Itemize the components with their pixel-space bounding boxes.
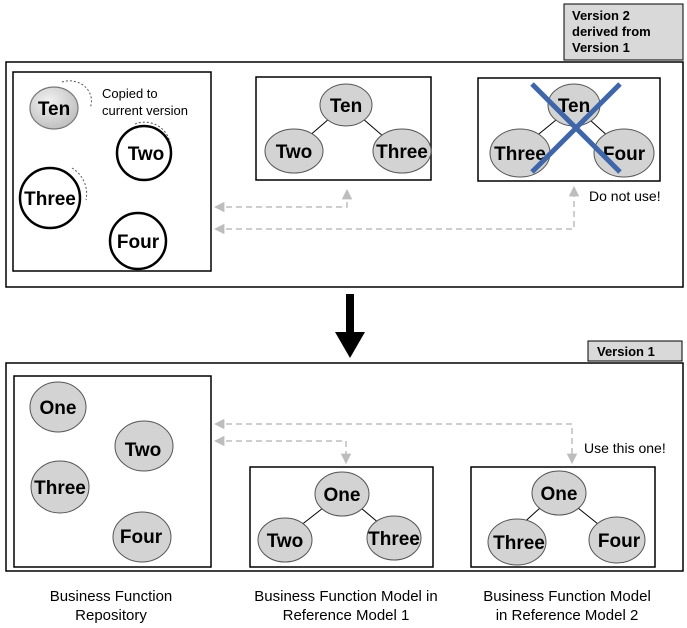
top-model1-node-three: Three — [372, 128, 432, 174]
caption-model2: Business Function Model in Reference Mod… — [483, 588, 651, 624]
bottom-repo-node-two: Two — [114, 420, 174, 472]
top-model1-node-two-label: Two — [276, 142, 313, 163]
top-model2-node-four-label: Four — [603, 144, 646, 165]
bottom-repo-node-three-label: Three — [34, 478, 86, 499]
top-repo-node-two-label: Two — [128, 144, 165, 165]
bottom-model2-node-three-label: Three — [493, 533, 545, 554]
bottom-repo-node-two-label: Two — [125, 440, 162, 461]
cross-out-mark — [530, 82, 622, 174]
top-repo-node-two: Two — [115, 121, 173, 182]
bottom-model1-node-one-label: One — [324, 485, 361, 506]
caption-model2-line-1: Business Function Model — [483, 588, 651, 605]
top-model1-node-two: Two — [264, 128, 324, 174]
top-repo-node-three: Three — [18, 166, 88, 230]
top-model2-node-three: Three — [489, 128, 551, 178]
top-model2-node-four: Four — [593, 128, 655, 178]
top-repo-node-ten-label: Ten — [38, 99, 70, 120]
caption-repository-line-1: Business Function — [50, 588, 173, 605]
copied-note-line-1: Copied to — [102, 86, 158, 101]
version-1-tag-label: Version 1 — [597, 344, 655, 359]
version-2-tag-line-1: Version 2 — [572, 8, 630, 23]
top-model2-node-ten-label: Ten — [558, 96, 590, 117]
bottom-repo-node-four-label: Four — [120, 527, 163, 548]
version-2-tag: Version 2 derived from Version 1 — [563, 3, 684, 61]
bottom-model2-node-one: One — [531, 470, 587, 516]
bottom-model1-node-three: Three — [366, 515, 422, 561]
top-repo-node-four-label: Four — [117, 232, 160, 253]
caption-model2-line-2: in Reference Model 2 — [496, 607, 639, 624]
caption-model1-line-2: Reference Model 1 — [283, 607, 410, 624]
version-2-tag-line-2: derived from — [572, 24, 651, 39]
copied-note-line-2: current version — [102, 103, 188, 118]
do-not-use-note: Do not use! — [589, 188, 661, 204]
bottom-repo-node-three: Three — [30, 460, 90, 514]
bottom-repo-node-one: One — [29, 381, 87, 433]
bottom-repo-node-four: Four — [112, 511, 172, 563]
top-repo-node-four: Four — [108, 211, 168, 271]
bottom-model1-node-two: Two — [257, 517, 313, 563]
bottom-model1-node-two-label: Two — [267, 531, 304, 552]
bottom-dashed-arrows — [213, 418, 578, 465]
bottom-model2-node-four-label: Four — [598, 531, 641, 552]
top-model1-node-three-label: Three — [376, 142, 428, 163]
top-repo-node-ten: Ten — [29, 80, 92, 130]
bottom-model2-node-three: Three — [487, 518, 547, 566]
caption-repository-line-2: Repository — [75, 607, 147, 624]
top-repo-node-three-label: Three — [24, 189, 76, 210]
version-2-tag-line-3: Version 1 — [572, 40, 630, 55]
bottom-model2-node-four: Four — [588, 516, 646, 564]
top-dashed-arrows — [213, 185, 580, 235]
bottom-repo-node-one-label: One — [40, 398, 77, 419]
use-this-one-note: Use this one! — [584, 440, 666, 456]
caption-model1: Business Function Model in Reference Mod… — [254, 588, 437, 624]
bottom-model2-node-one-label: One — [541, 484, 578, 505]
top-model2-node-three-label: Three — [494, 144, 546, 165]
caption-model1-line-1: Business Function Model in — [254, 588, 437, 605]
bottom-model1-node-one: One — [314, 471, 370, 517]
top-model1-node-ten-label: Ten — [330, 96, 362, 117]
top-model1-node-ten: Ten — [319, 83, 373, 127]
bottom-model1-node-three-label: Three — [368, 529, 420, 550]
version-flow-arrow — [335, 294, 365, 358]
version-1-tag: Version 1 — [587, 340, 683, 362]
caption-repository: Business Function Repository — [50, 588, 173, 624]
